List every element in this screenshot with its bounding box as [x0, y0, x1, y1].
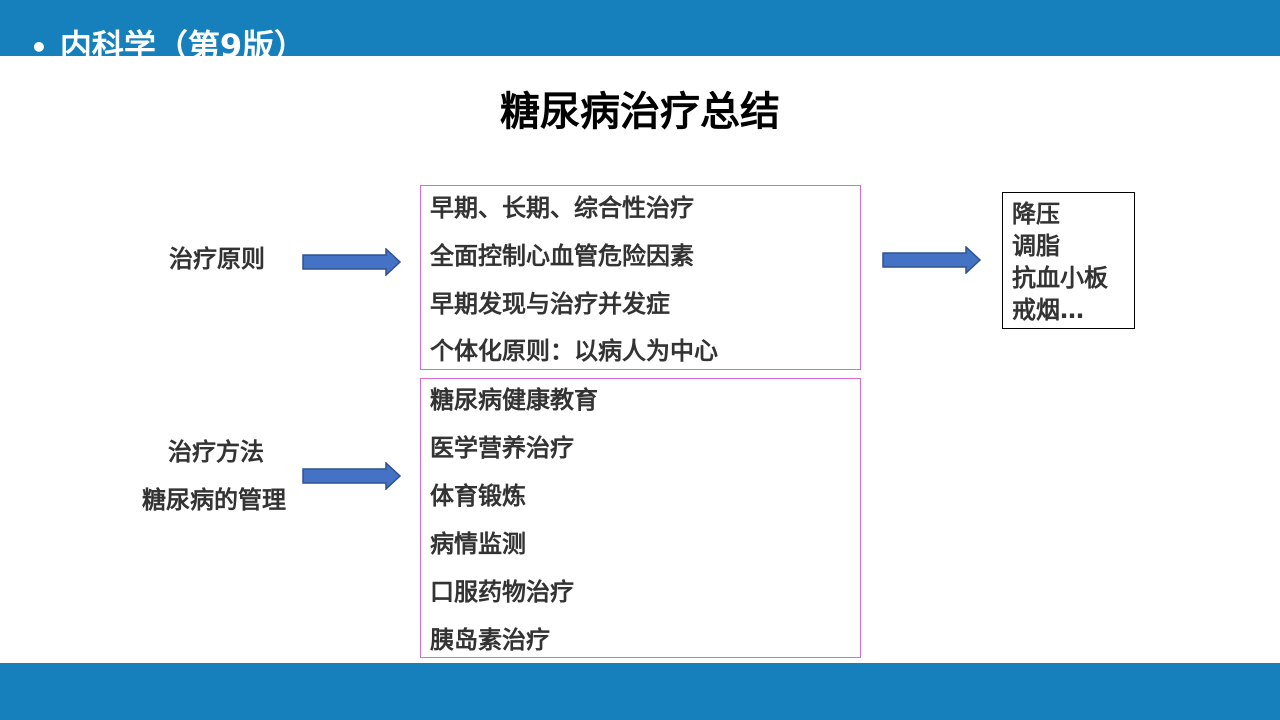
source-text: 内科学（第9版） — [59, 27, 307, 56]
arrow-right-icon — [302, 248, 402, 276]
principle-item: 早期发现与治疗并发症 — [430, 290, 670, 318]
method-item: 胰岛素治疗 — [430, 626, 550, 654]
risk-factor-item: 戒烟… — [1012, 296, 1084, 324]
method-item: 糖尿病健康教育 — [430, 386, 598, 414]
principle-item: 早期、长期、综合性治疗 — [430, 194, 694, 222]
arrow-right-icon — [882, 246, 982, 274]
method-item: 体育锻炼 — [430, 482, 526, 510]
management-label: 糖尿病的管理 — [142, 486, 286, 514]
method-item: 口服药物治疗 — [430, 578, 574, 606]
methods-box: 糖尿病健康教育 医学营养治疗 体育锻炼 病情监测 口服药物治疗 胰岛素治疗 — [420, 378, 861, 658]
principle-label: 治疗原则 — [169, 245, 265, 273]
method-item: 病情监测 — [430, 530, 526, 558]
slide-title: 糖尿病治疗总结 — [500, 89, 780, 135]
source-caption: • 内科学（第9版） — [30, 24, 306, 56]
method-item: 医学营养治疗 — [430, 434, 574, 462]
footer-band — [0, 663, 1280, 720]
principle-item: 全面控制心血管危险因素 — [430, 242, 694, 270]
risk-factor-item: 降压 — [1012, 200, 1060, 228]
risk-factor-item: 抗血小板 — [1012, 264, 1108, 292]
header-band: • 内科学（第9版） — [0, 0, 1280, 56]
principle-item: 个体化原则：以病人为中心 — [430, 337, 718, 365]
bullet-icon: • — [30, 31, 48, 56]
risk-factors-box: 降压 调脂 抗血小板 戒烟… — [1002, 192, 1135, 329]
principles-box: 早期、长期、综合性治疗 全面控制心血管危险因素 早期发现与治疗并发症 个体化原则… — [420, 185, 861, 370]
method-label: 治疗方法 — [168, 438, 264, 466]
arrow-right-icon — [302, 462, 402, 490]
risk-factor-item: 调脂 — [1012, 232, 1060, 260]
